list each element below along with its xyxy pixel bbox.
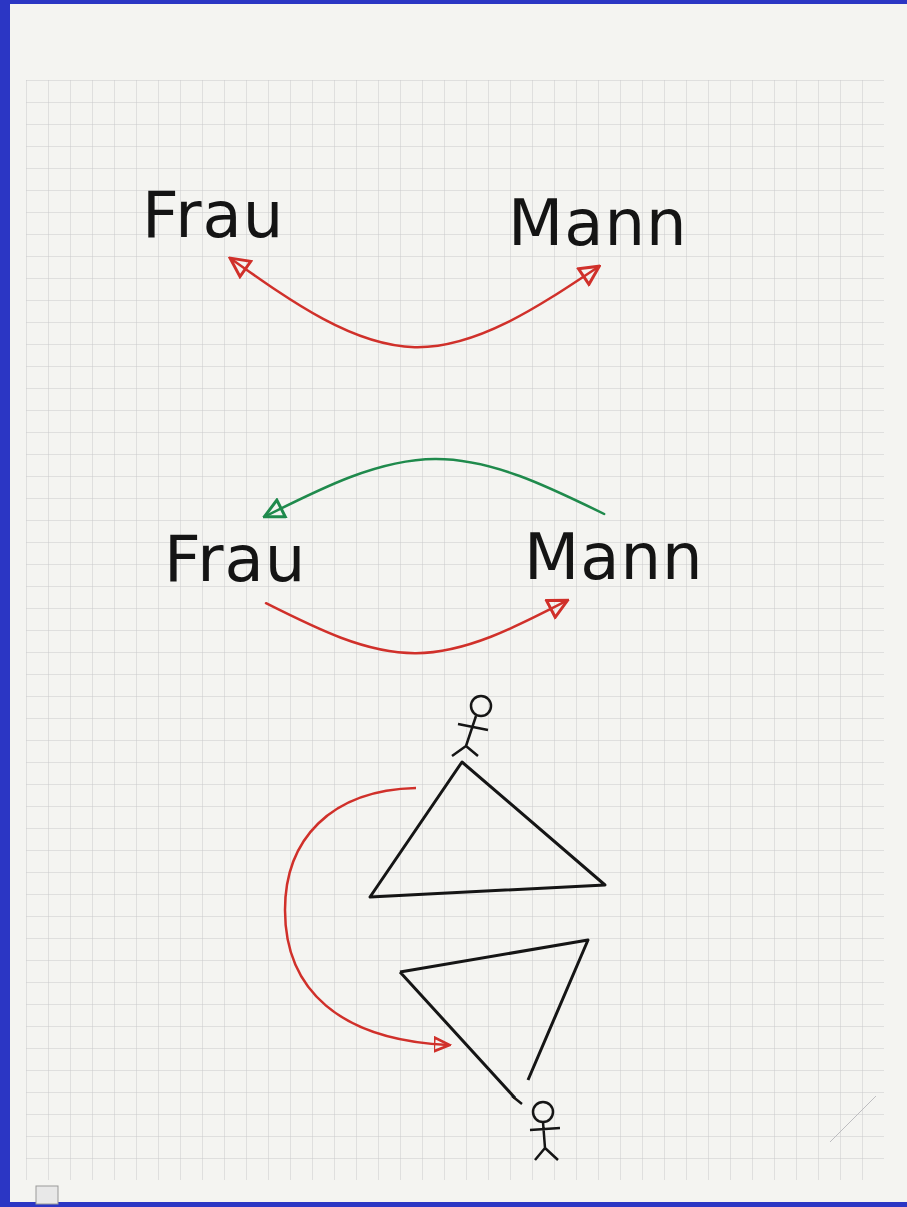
word-label: Frau: [164, 526, 306, 593]
word-label: Mann: [524, 524, 704, 591]
word-label: Mann: [508, 190, 688, 257]
stick-figure-top: [452, 696, 491, 756]
word-node: Frau: [136, 178, 290, 253]
curved-arrow: [266, 459, 604, 516]
word-node: Mann: [518, 520, 710, 595]
stick-figure-bottom: [512, 1096, 560, 1160]
red-arrow: [285, 788, 448, 1045]
corner-icon: [36, 1186, 58, 1204]
triangle-down: [400, 940, 588, 1098]
paper-fold: [830, 1096, 876, 1142]
word-node: Frau: [158, 522, 312, 597]
paper-sheet: [10, 4, 907, 1202]
word-node: Mann: [502, 186, 694, 261]
curved-arrow: [266, 601, 566, 653]
grid-lines: [26, 80, 884, 1180]
word-label: Frau: [142, 182, 284, 249]
curved-arrow: [232, 259, 598, 347]
triangle-up: [370, 762, 605, 897]
